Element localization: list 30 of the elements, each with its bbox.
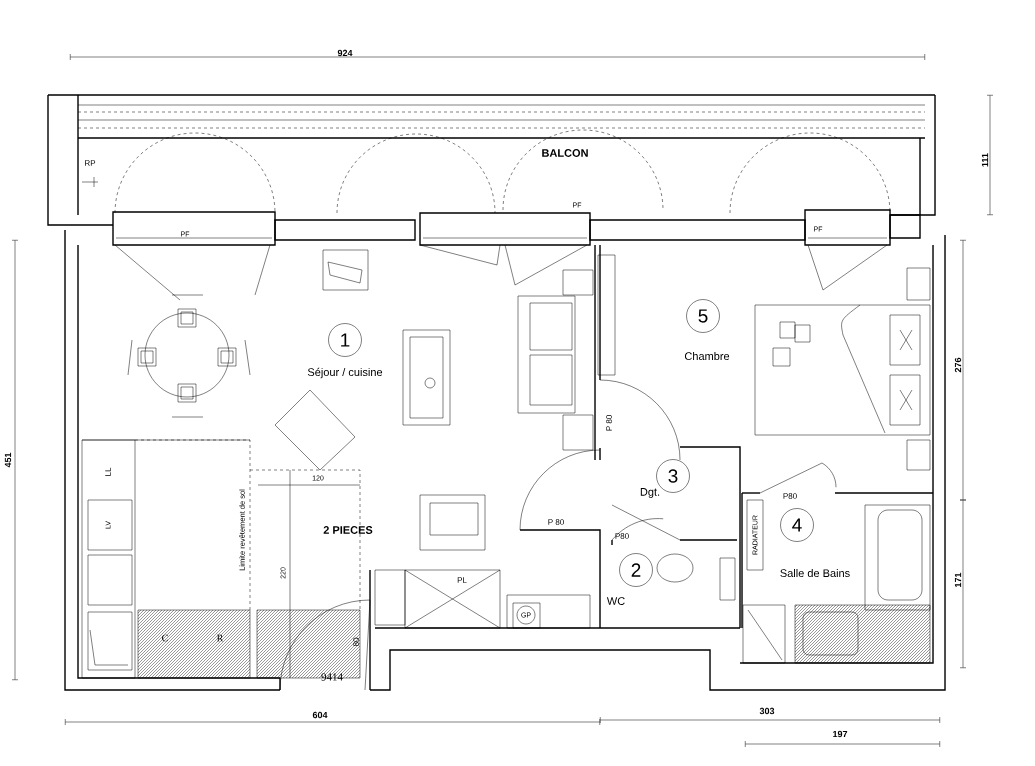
dimension-label: 604	[312, 711, 328, 719]
room-name: Séjour / cuisine	[307, 367, 383, 379]
room-number: 4	[780, 508, 814, 542]
door-label: P80	[615, 533, 629, 539]
room-number: 2	[619, 553, 653, 587]
dimension-label: 80	[353, 637, 359, 647]
plan-label: PL	[457, 577, 467, 583]
dimension-label: 9414	[321, 673, 343, 681]
room-number: 3	[656, 459, 690, 493]
plan-label: RP	[85, 160, 96, 166]
room-name: Chambre	[684, 351, 730, 361]
area-label: BALCON	[542, 149, 588, 157]
room-name: Salle de Bains	[780, 568, 850, 578]
room-name: WC	[606, 597, 625, 605]
dimension-label: 924	[337, 49, 353, 57]
dimension-label: 171	[954, 572, 962, 587]
dimension-label: 303	[759, 707, 775, 715]
area-label: 2 PIECES	[323, 526, 373, 534]
room-number: 5	[686, 299, 720, 333]
plan-label: LL	[105, 467, 111, 476]
dimension-label: 276	[954, 357, 962, 373]
door-label: P 80	[548, 519, 564, 525]
dimension-label: 111	[981, 153, 989, 167]
plan-label: C	[162, 634, 168, 642]
door-label: P 80	[606, 415, 612, 431]
room-number: 1	[328, 323, 362, 357]
dimension-label: 451	[4, 452, 12, 468]
plan-label: R	[216, 634, 224, 642]
dimension-label: 197	[833, 730, 848, 738]
door-label: P80	[783, 493, 797, 499]
